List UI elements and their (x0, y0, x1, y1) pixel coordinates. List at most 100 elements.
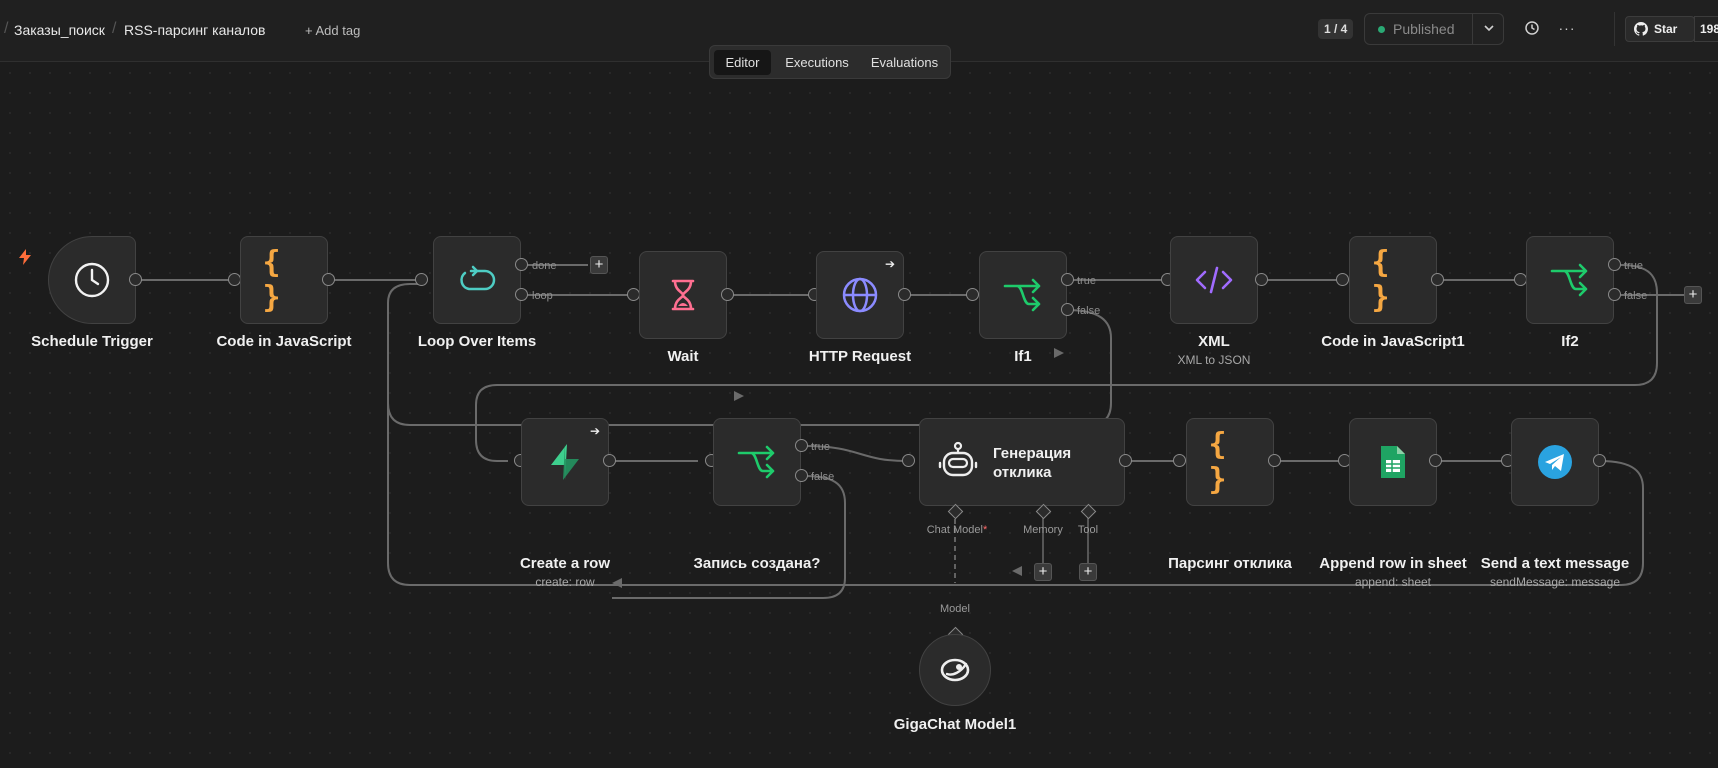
arrow-head (1054, 348, 1064, 358)
add-tag-button[interactable]: + Add tag (305, 23, 361, 38)
hourglass-icon (671, 279, 695, 311)
node-create-row[interactable]: ➔ (521, 418, 609, 506)
output-port[interactable] (898, 288, 911, 301)
node-subtitle: sendMessage: message (1489, 575, 1621, 589)
robot-icon (938, 441, 978, 477)
add-memory-button[interactable]: + (1034, 563, 1052, 581)
node-subtitle: XML to JSON (1177, 353, 1251, 367)
model-port-label: Model (940, 603, 970, 615)
tab-evaluations[interactable]: Evaluations (870, 55, 939, 70)
node-label: Append row in sheet (1319, 555, 1467, 572)
output-port-true[interactable] (1608, 258, 1621, 271)
input-port[interactable] (415, 273, 428, 286)
tab-editor[interactable]: Editor (714, 50, 771, 75)
node-code-js1[interactable]: { } (1349, 236, 1437, 324)
node-label-line: отклика (993, 464, 1052, 481)
add-node-button[interactable]: + (1684, 286, 1702, 304)
input-port[interactable] (1173, 454, 1186, 467)
output-port[interactable] (603, 454, 616, 467)
node-record-created[interactable] (713, 418, 801, 506)
output-port[interactable] (129, 273, 142, 286)
tab-executions[interactable]: Executions (785, 55, 849, 70)
node-loop-over-items[interactable] (433, 236, 521, 324)
output-port[interactable] (322, 273, 335, 286)
node-wait[interactable] (639, 251, 727, 339)
connection (387, 303, 1644, 586)
github-star-count[interactable]: 198, (1694, 16, 1718, 42)
output-port-loop[interactable] (515, 288, 528, 301)
output-port-false[interactable] (1608, 288, 1621, 301)
output-port-false[interactable] (795, 469, 808, 482)
workflow-canvas[interactable]: Schedule Trigger { } Code in JavaScript … (0, 63, 1718, 768)
output-port[interactable] (1268, 454, 1281, 467)
history-icon[interactable] (1522, 20, 1542, 40)
github-star-button[interactable]: Star (1625, 16, 1695, 42)
output-port[interactable] (1593, 454, 1606, 467)
divider (1614, 12, 1615, 46)
breadcrumb-separator: / (112, 20, 117, 37)
port-label: true (811, 441, 830, 453)
published-button[interactable]: Published (1364, 13, 1504, 45)
node-append-row[interactable] (1349, 418, 1437, 506)
node-code-js[interactable]: { } (240, 236, 328, 324)
arrow-head (612, 578, 622, 588)
gigachat-icon (940, 658, 970, 682)
node-if1[interactable] (979, 251, 1067, 339)
memory-label: Memory (1023, 524, 1063, 536)
github-icon (1634, 22, 1648, 36)
input-port[interactable] (1336, 273, 1349, 286)
node-subtitle: create: row (535, 575, 595, 589)
add-node-button[interactable]: + (590, 256, 608, 274)
node-label: Парсинг отклика (1168, 555, 1292, 572)
node-label: Send a text message (1480, 555, 1630, 572)
published-label: Published (1393, 21, 1455, 37)
connection (804, 445, 907, 462)
node-gigachat-model[interactable] (919, 634, 991, 706)
node-label: HTTP Request (808, 348, 912, 365)
branch-icon (1003, 278, 1041, 312)
output-port-done[interactable] (515, 258, 528, 271)
node-send-message[interactable] (1511, 418, 1599, 506)
loop-icon (460, 265, 496, 291)
output-port-true[interactable] (795, 439, 808, 452)
code-tag-icon (1195, 266, 1233, 294)
node-schedule-trigger[interactable] (48, 236, 136, 324)
ellipsis-icon[interactable]: ··· (1558, 20, 1576, 36)
input-port[interactable] (902, 454, 915, 467)
node-label: XML (1198, 333, 1230, 350)
branch-icon (737, 445, 775, 479)
input-port[interactable] (966, 288, 979, 301)
node-parse-response[interactable]: { } (1186, 418, 1274, 506)
port-label: done (532, 260, 557, 272)
output-port[interactable] (1119, 454, 1132, 467)
chat-model-text: Chat Model (926, 524, 983, 536)
chevron-down-icon[interactable] (1472, 13, 1504, 45)
output-port[interactable] (1431, 273, 1444, 286)
workflow-name[interactable]: RSS-парсинг каналов (124, 22, 266, 38)
port-label: true (1624, 260, 1643, 272)
output-port-false[interactable] (1061, 303, 1074, 316)
required-marker: * (982, 524, 988, 536)
node-http-request[interactable]: ➔ (816, 251, 904, 339)
clock-icon (74, 262, 110, 298)
output-port[interactable] (1429, 454, 1442, 467)
node-xml[interactable] (1170, 236, 1258, 324)
output-port-true[interactable] (1061, 273, 1074, 286)
branch-icon (1550, 263, 1588, 297)
node-generation[interactable]: Генерация отклика (919, 418, 1125, 506)
breadcrumb-folder[interactable]: Заказы_поиск (14, 22, 105, 38)
node-label: Генерация отклика (993, 444, 1071, 482)
add-tool-button[interactable]: + (1079, 563, 1097, 581)
node-label: Запись создана? (693, 555, 821, 572)
node-label: If2 (1561, 333, 1579, 350)
node-label: Schedule Trigger (31, 333, 153, 350)
port-label: false (1624, 290, 1648, 302)
version-badge[interactable]: 1 / 4 (1318, 19, 1354, 39)
node-label-line: Генерация (993, 445, 1072, 462)
sheets-icon (1381, 446, 1405, 478)
output-port[interactable] (721, 288, 734, 301)
port-label: true (1077, 275, 1096, 287)
node-if2[interactable] (1526, 236, 1614, 324)
output-port[interactable] (1255, 273, 1268, 286)
tool-label: Tool (1077, 524, 1099, 536)
